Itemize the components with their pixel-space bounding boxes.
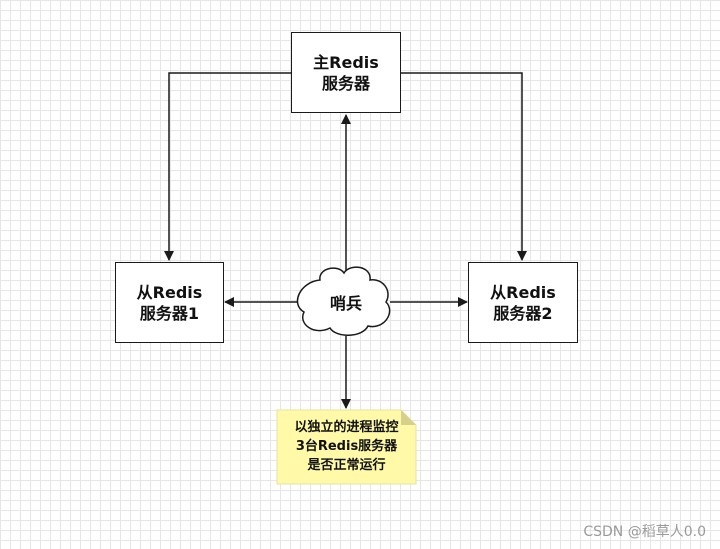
- slave2-label-line2: 服务器2: [493, 303, 553, 323]
- slave2-label-line1: 从Redis: [490, 282, 556, 302]
- watermark: CSDN @稻草人0.0: [583, 524, 706, 540]
- slave2-redis-box: 从Redis 服务器2: [468, 262, 578, 343]
- master-to-slave2-arrow: [400, 72, 527, 261]
- slave1-label-line1: 从Redis: [136, 282, 203, 302]
- master-label-line2: 服务器: [321, 73, 370, 93]
- slave1-label-line2: 服务器1: [139, 303, 200, 323]
- master-to-slave1-arrow: [164, 72, 291, 261]
- note-line3: 是否正常运行: [307, 458, 386, 473]
- note-line2: 3台Redis服务器: [295, 439, 398, 454]
- note-line1: 以独立的进程监控: [294, 420, 399, 435]
- note-shape: [276, 409, 417, 485]
- sentinel-cloud: [296, 266, 391, 336]
- slave1-redis-box: 从Redis 服务器1: [115, 262, 224, 343]
- master-label-line1: 主Redis: [313, 52, 379, 72]
- note-fold: [401, 410, 416, 425]
- sentinel-label: 哨兵: [329, 294, 362, 313]
- note-text: 以独立的进程监控 3台Redis服务器 是否正常运行: [277, 418, 416, 475]
- master-redis-box: 主Redis 服务器: [291, 32, 401, 113]
